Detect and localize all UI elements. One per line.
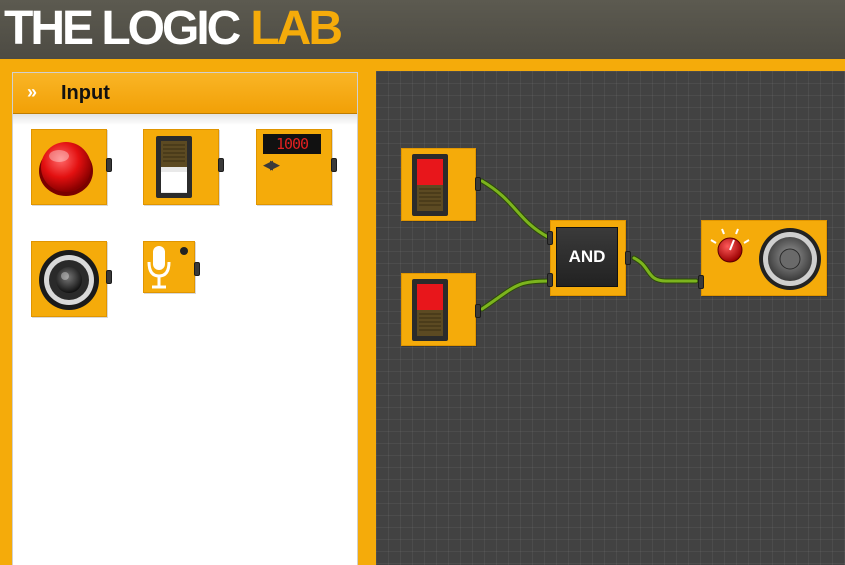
toggle-switch-2[interactable]	[401, 273, 481, 346]
app-title-logic: THE LOGIC	[4, 2, 241, 55]
output-port[interactable]	[475, 177, 481, 191]
slide-switch-icon	[412, 279, 448, 341]
lcd-display-icon: 1000	[263, 134, 321, 154]
wire-switch2-and	[480, 279, 550, 311]
red-button-icon	[39, 142, 93, 196]
double-chevron-icon[interactable]: »	[27, 82, 37, 102]
and-gate-label: AND	[556, 227, 618, 287]
slide-switch-icon	[412, 154, 448, 216]
palette-item-toggle-switch[interactable]	[143, 129, 224, 205]
palette-category-label: Input	[61, 82, 110, 104]
palette-body: » Input	[12, 72, 358, 565]
toggle-switch-1[interactable]	[401, 148, 481, 221]
slide-switch-icon	[156, 136, 192, 198]
left-right-arrows-icon[interactable]: ◀▶	[263, 157, 280, 172]
input-port[interactable]	[698, 275, 704, 289]
output-port[interactable]	[218, 158, 224, 172]
palette-item-light-sensor[interactable]	[31, 241, 112, 317]
wire-switch1-and	[480, 179, 550, 239]
palette-item-push-button[interactable]	[31, 129, 112, 205]
output-port[interactable]	[331, 158, 337, 172]
output-port[interactable]	[625, 251, 631, 265]
camera-lens-icon	[39, 250, 99, 310]
palette-item-number-input[interactable]: 1000 ◀▶	[256, 129, 337, 205]
palette-item-microphone[interactable]	[143, 241, 200, 293]
speaker-icon	[710, 228, 821, 290]
input-port-b[interactable]	[547, 273, 553, 287]
and-gate[interactable]: AND	[547, 220, 631, 296]
circuit-canvas[interactable]: AND	[376, 71, 845, 565]
palette-category-header[interactable]: » Input	[13, 73, 357, 114]
app-title-lab: LAB	[250, 2, 343, 55]
output-port[interactable]	[475, 304, 481, 318]
output-port[interactable]	[194, 262, 200, 276]
output-port[interactable]	[106, 158, 112, 172]
speaker-output[interactable]	[698, 220, 827, 296]
output-port[interactable]	[106, 270, 112, 284]
volume-ticks	[710, 228, 750, 244]
input-port-a[interactable]	[547, 231, 553, 245]
microphone-icon	[147, 246, 188, 289]
wire-and-speaker	[632, 256, 698, 283]
component-palette: » Input	[0, 66, 366, 565]
wires	[479, 178, 699, 312]
